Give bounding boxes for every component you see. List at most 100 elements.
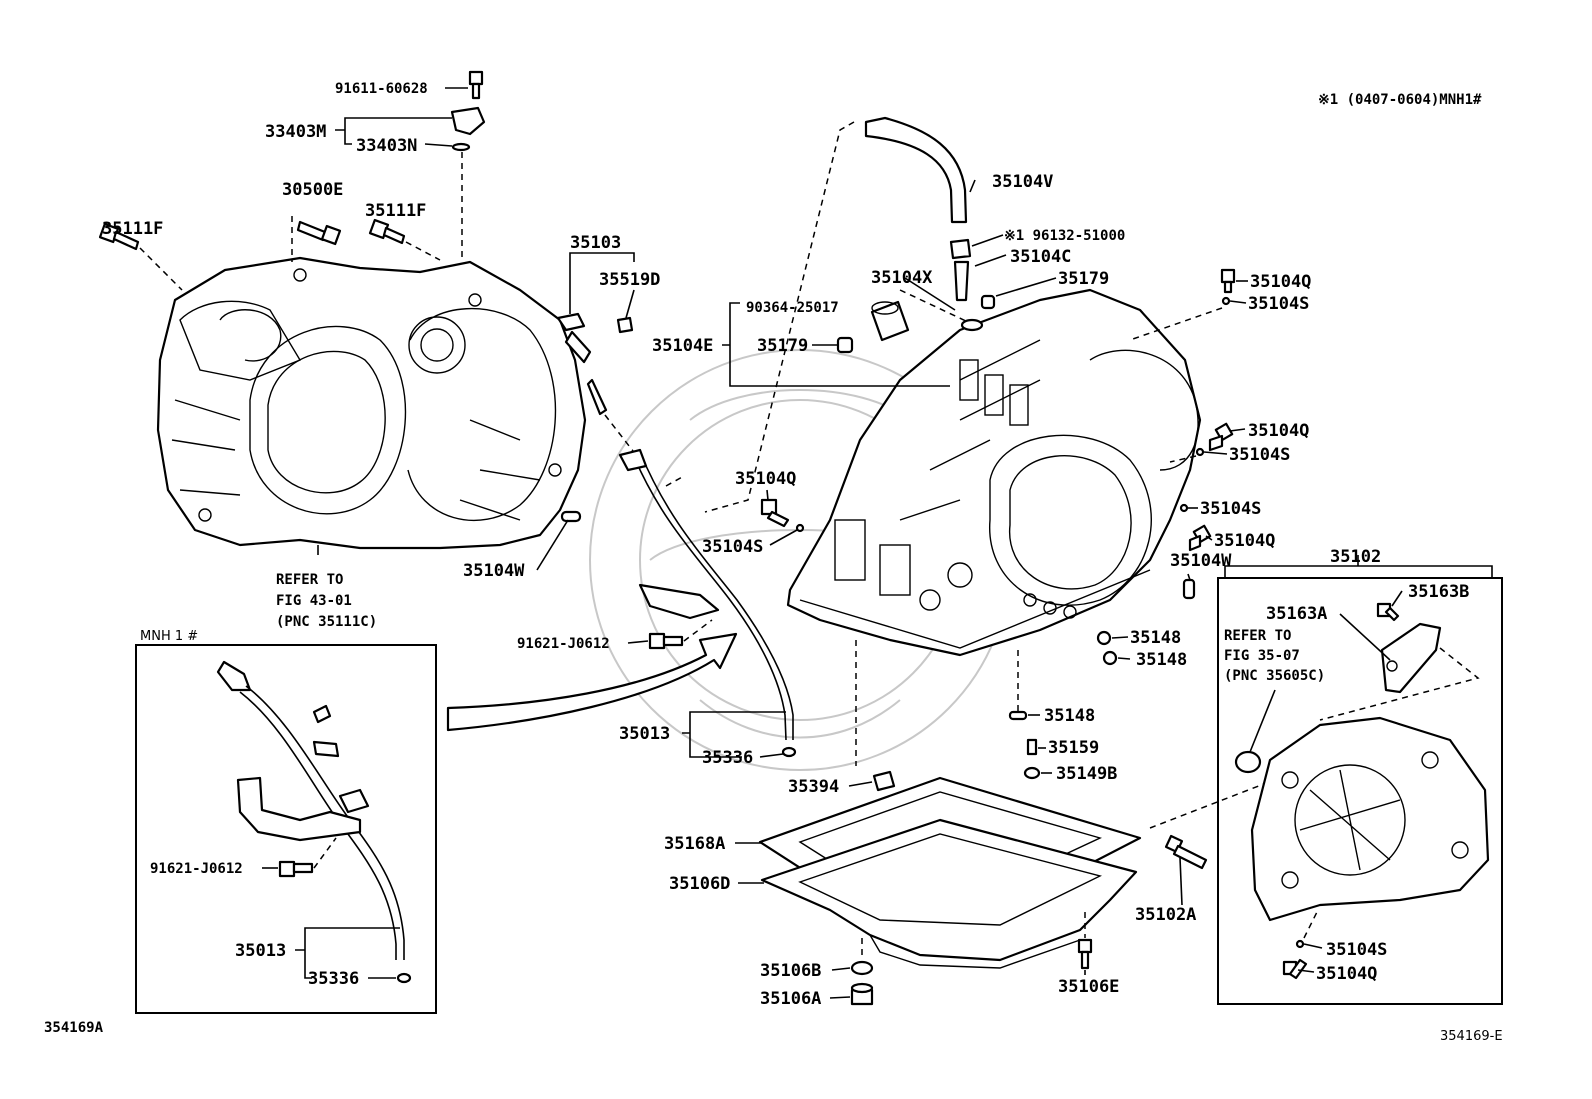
sensor-33403m bbox=[450, 106, 486, 136]
oil-filler-tube-35013 bbox=[631, 451, 787, 741]
label-35106e[interactable]: 35106E bbox=[1058, 977, 1119, 997]
label-35106d[interactable]: 35106D bbox=[669, 874, 730, 894]
pipe-35159 bbox=[1026, 738, 1038, 756]
refer-left-line3: (PNC 35111C) bbox=[276, 614, 377, 630]
transmission-case bbox=[786, 288, 1202, 657]
label-30500e[interactable]: 30500E bbox=[282, 180, 343, 200]
label-35179-top[interactable]: 35179 bbox=[1058, 269, 1109, 289]
label-90364-25017[interactable]: 90364-25017 bbox=[746, 300, 839, 316]
inset-box-35102 bbox=[1217, 577, 1503, 1005]
refer-right-line1: REFER TO bbox=[1224, 628, 1291, 644]
label-35168a[interactable]: 35168A bbox=[664, 834, 725, 854]
o-ring-35104x bbox=[960, 318, 984, 332]
inset-dipstick bbox=[216, 660, 405, 960]
label-35102[interactable]: 35102 bbox=[1330, 547, 1381, 567]
plug-35148-c bbox=[1008, 710, 1028, 721]
refer-left-line2: FIG 43-01 bbox=[276, 593, 352, 609]
bolt-35104q-c bbox=[1188, 524, 1212, 552]
inset-title: MNH 1 # bbox=[140, 629, 198, 644]
o-ring-35149b bbox=[1023, 766, 1041, 780]
label-35104q-a[interactable]: 35104Q bbox=[1250, 272, 1311, 292]
label-35103[interactable]: 35103 bbox=[570, 233, 621, 253]
magnet-35394 bbox=[872, 770, 896, 792]
label-35104s-d[interactable]: 35104S bbox=[702, 537, 763, 557]
label-35104x[interactable]: 35104X bbox=[871, 268, 933, 288]
bolt-91611-60628 bbox=[468, 70, 484, 100]
label-35106a[interactable]: 35106A bbox=[760, 989, 821, 1009]
diagram-id-left: 354169A bbox=[44, 1020, 104, 1036]
bracket-35102 bbox=[1250, 716, 1490, 922]
union-96132-51000 bbox=[949, 238, 972, 260]
label-35104q-b[interactable]: 35104Q bbox=[1248, 421, 1309, 441]
label-91621-j0612-main[interactable]: 91621-J0612 bbox=[517, 636, 610, 652]
cover-35163a bbox=[1380, 622, 1442, 694]
plug-35148-b bbox=[1102, 650, 1118, 666]
label-35148-a[interactable]: 35148 bbox=[1130, 628, 1181, 648]
label-96132-51000[interactable]: ※1 96132-51000 bbox=[1004, 228, 1125, 244]
collar-35605c bbox=[1234, 750, 1262, 774]
bolt-35102a bbox=[1164, 834, 1208, 870]
label-35104q-d[interactable]: 35104Q bbox=[735, 469, 796, 489]
label-35163b[interactable]: 35163B bbox=[1408, 582, 1469, 602]
label-35104v[interactable]: 35104V bbox=[992, 172, 1053, 192]
label-35104q-e[interactable]: 35104Q bbox=[1316, 964, 1377, 984]
label-35111f-top[interactable]: 35111F bbox=[365, 201, 426, 221]
sleeve-90364-25017 bbox=[870, 300, 910, 342]
label-35519d[interactable]: 35519D bbox=[599, 270, 660, 290]
label-35148-c[interactable]: 35148 bbox=[1044, 706, 1095, 726]
refer-right-line2: FIG 35-07 bbox=[1224, 648, 1300, 664]
label-35104c[interactable]: 35104C bbox=[1010, 247, 1071, 267]
label-91621-j0612-inset[interactable]: 91621-J0612 bbox=[150, 861, 243, 877]
pin-35104w-left bbox=[560, 510, 582, 523]
label-35111f-left[interactable]: 35111F bbox=[102, 219, 163, 239]
bolt-35111f-top bbox=[368, 218, 406, 245]
pin-35104w-right bbox=[1182, 578, 1196, 600]
label-35104s-e[interactable]: 35104S bbox=[1326, 940, 1387, 960]
bolt-35106e bbox=[1077, 938, 1093, 970]
oil-pan-35106d bbox=[760, 818, 1138, 969]
label-35394[interactable]: 35394 bbox=[788, 777, 839, 797]
label-35159[interactable]: 35159 bbox=[1048, 738, 1099, 758]
washer-35104s-c bbox=[1179, 503, 1189, 513]
label-35104s-b[interactable]: 35104S bbox=[1229, 445, 1290, 465]
transaxle-housing bbox=[156, 256, 587, 550]
label-35013-inset[interactable]: 35013 bbox=[235, 941, 286, 961]
plug-35179-top bbox=[980, 294, 996, 310]
label-33403m[interactable]: 33403M bbox=[265, 122, 326, 142]
washer-35104s-d bbox=[795, 523, 805, 533]
bolt-35104q-d bbox=[760, 498, 790, 528]
label-35104e[interactable]: 35104E bbox=[652, 336, 713, 356]
label-33403n[interactable]: 33403N bbox=[356, 136, 417, 156]
label-35104q-c[interactable]: 35104Q bbox=[1214, 531, 1275, 551]
label-35336-main[interactable]: 35336 bbox=[702, 748, 753, 768]
label-35106b[interactable]: 35106B bbox=[760, 961, 821, 981]
label-35104w-left[interactable]: 35104W bbox=[463, 561, 525, 581]
bolt-91621-j0612-inset bbox=[278, 860, 314, 878]
label-35104w-right[interactable]: 35104W bbox=[1170, 551, 1232, 571]
diagram-id-right: 354169-E bbox=[1440, 1029, 1503, 1044]
reference-arrow bbox=[446, 632, 738, 732]
label-35013-main[interactable]: 35013 bbox=[619, 724, 670, 744]
label-35149b[interactable]: 35149B bbox=[1056, 764, 1117, 784]
o-ring-33403n bbox=[451, 142, 471, 152]
washer-35104s-b bbox=[1195, 447, 1205, 457]
label-35148-b[interactable]: 35148 bbox=[1136, 650, 1187, 670]
label-91611-60628[interactable]: 91611-60628 bbox=[335, 81, 428, 97]
label-35163a[interactable]: 35163A bbox=[1266, 604, 1327, 624]
label-35179-left[interactable]: 35179 bbox=[757, 336, 808, 356]
bolt-35104q-b bbox=[1208, 422, 1234, 452]
label-35104s-c[interactable]: 35104S bbox=[1200, 499, 1261, 519]
label-35336-inset[interactable]: 35336 bbox=[308, 969, 359, 989]
gasket-35106b bbox=[850, 960, 874, 976]
dipstick-35103 bbox=[556, 312, 608, 416]
plug-35148-a bbox=[1096, 630, 1112, 646]
plug-35104c bbox=[953, 260, 970, 302]
o-ring-35336-inset bbox=[396, 972, 412, 984]
label-35102a[interactable]: 35102A bbox=[1135, 905, 1196, 925]
refer-left-line1: REFER TO bbox=[276, 572, 343, 588]
bolt-35104q-e bbox=[1282, 958, 1308, 980]
washer-35104s-e bbox=[1295, 939, 1305, 949]
label-35104s-a[interactable]: 35104S bbox=[1248, 294, 1309, 314]
